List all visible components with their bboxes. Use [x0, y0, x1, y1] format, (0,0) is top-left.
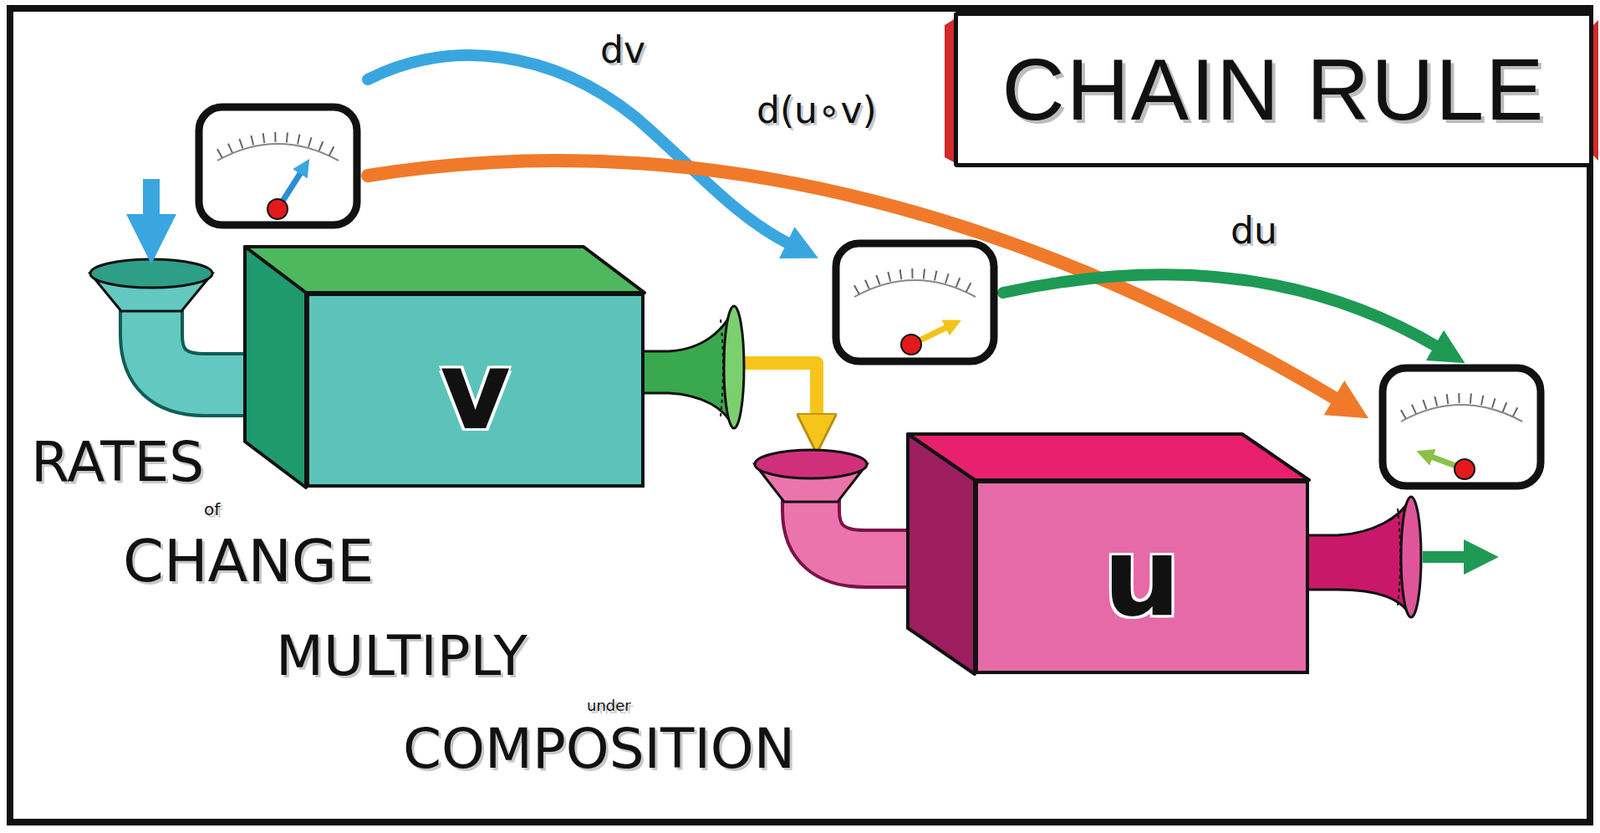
rate-arrow [367, 55, 790, 245]
needle-pivot [1454, 458, 1475, 479]
outer-frame [10, 8, 1590, 822]
box-top-face [244, 246, 645, 293]
horn-seam [720, 319, 724, 417]
title-banner: CHAIN RULE [953, 11, 1594, 168]
box-side-face [244, 246, 306, 488]
derivative-label: dv [600, 30, 646, 71]
output-arrow [1422, 550, 1468, 563]
output-horn [638, 305, 734, 429]
function-box: u [974, 479, 1310, 674]
function-letter: v [439, 336, 511, 445]
caption-word: RATES [30, 432, 204, 494]
gauge-ticks [1402, 397, 1521, 415]
function-box: v [305, 292, 645, 488]
title-text: CHAIN RULE [1002, 45, 1546, 133]
derivative-label: du [1230, 210, 1278, 251]
derivative-label: du [1230, 210, 1278, 251]
function-letter: u [1103, 522, 1182, 632]
derivative-label: d(u∘v) [756, 90, 877, 131]
box-side-face [907, 433, 975, 674]
box-top-face [907, 433, 1310, 480]
caption-word: MULTIPLY [275, 626, 528, 688]
needle-pivot [267, 198, 288, 220]
input-arrow [142, 178, 160, 220]
rate-gauge [835, 243, 994, 362]
funnel-mouth [90, 259, 213, 288]
gauge-ticks [856, 273, 974, 291]
caption-word: CHANGE [122, 529, 374, 594]
rate-arrow [1003, 274, 1438, 347]
caption-word: RATES [30, 432, 204, 494]
funnel-mouth [754, 449, 867, 479]
caption-word: COMPOSITION [402, 718, 795, 780]
caption-word: of [203, 499, 220, 519]
caption-word: CHANGE [122, 529, 374, 594]
rate-gauge [1382, 367, 1541, 486]
caption-word: under [586, 697, 632, 714]
caption-word: MULTIPLY [275, 626, 528, 688]
rate-gauge [198, 107, 357, 225]
needle-pivot [901, 334, 922, 355]
gauge-ticks [219, 137, 337, 154]
horn-mouth [723, 305, 744, 429]
horn-mouth [1401, 496, 1422, 617]
horn-seam [1397, 508, 1401, 606]
caption-word: COMPOSITION [402, 718, 795, 780]
derivative-label: dv [600, 30, 646, 71]
output-horn [1304, 496, 1412, 617]
banner-edge [1593, 20, 1599, 161]
derivative-label: d(u∘v) [756, 90, 877, 131]
caption-word: under [586, 697, 632, 714]
caption-word: of [203, 499, 220, 519]
